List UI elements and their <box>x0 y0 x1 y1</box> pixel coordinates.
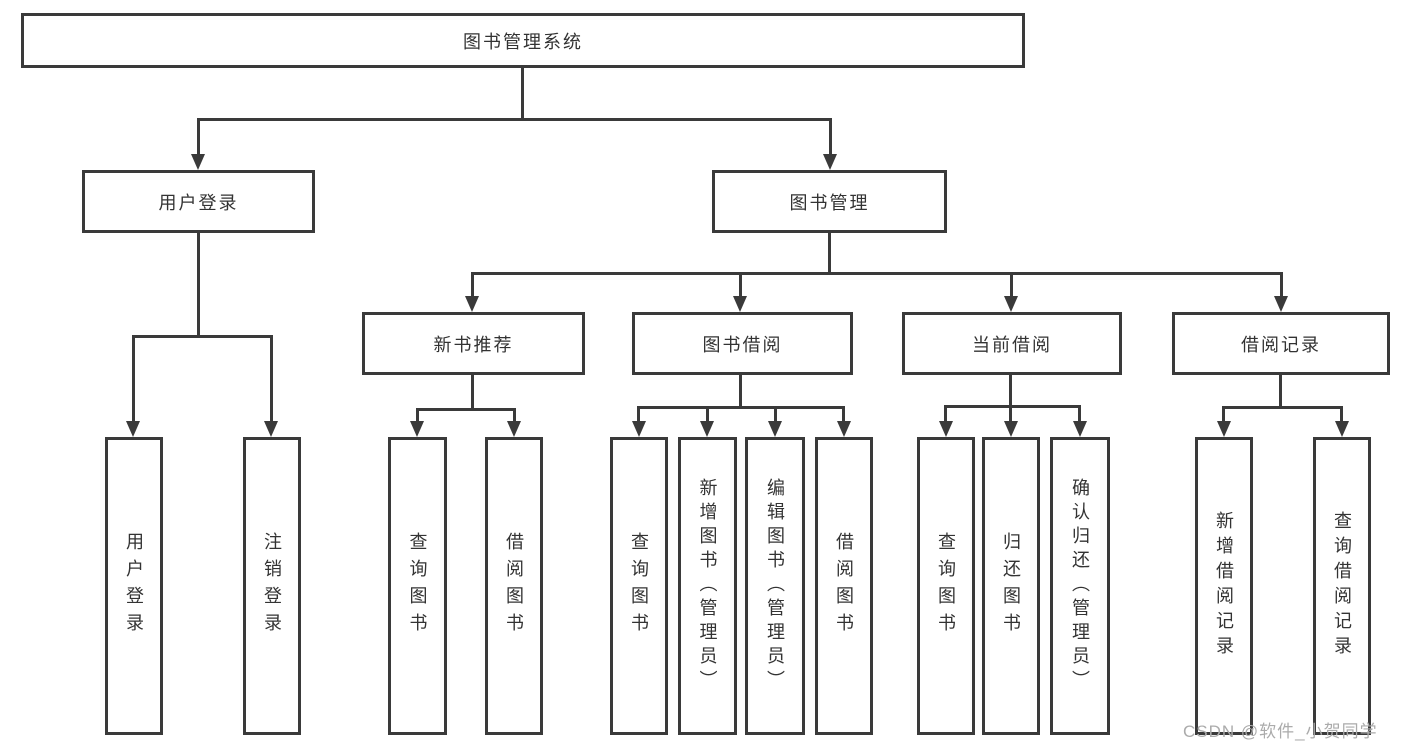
connector-drop-leaf-borrow-recommend <box>513 408 516 421</box>
leaf-edit-book-admin: 编辑图书（管理员） <box>745 437 805 735</box>
arrowhead-leaf-borrow-book <box>837 421 851 437</box>
connector-root-branch <box>197 118 832 121</box>
node-current-borrow: 当前借阅 <box>902 312 1122 375</box>
connector-book-management-stem <box>828 233 831 272</box>
connector-drop-leaf-add-record <box>1222 406 1225 421</box>
connector-drop-new-book-recommend <box>471 272 474 296</box>
leaf-query-book-current: 查询图书 <box>917 437 975 735</box>
leaf-add-borrow-record: 新增借阅记录 <box>1195 437 1253 735</box>
arrowhead-user-login <box>191 154 205 170</box>
connector-book-management-branch <box>471 272 1283 275</box>
leaf-query-borrow-record: 查询借阅记录 <box>1313 437 1371 735</box>
connector-book-borrow-stem <box>739 375 742 406</box>
connector-drop-leaf-query-recommend <box>416 408 419 421</box>
node-user-login: 用户登录 <box>82 170 315 233</box>
connector-new-book-recommend-stem <box>471 375 474 408</box>
connector-drop-book-management <box>829 118 832 156</box>
node-new-book-recommend: 新书推荐 <box>362 312 585 375</box>
connector-drop-borrow-record <box>1280 272 1283 296</box>
connector-drop-leaf-return-book <box>1009 405 1012 421</box>
connector-drop-leaf-edit-book <box>774 406 777 421</box>
arrowhead-book-management <box>823 154 837 170</box>
leaf-borrow-book: 借阅图书 <box>815 437 873 735</box>
connector-drop-leaf-logout <box>270 335 273 421</box>
connector-drop-leaf-user-login <box>132 335 135 421</box>
leaf-borrow-book-recommend: 借阅图书 <box>485 437 543 735</box>
arrowhead-new-book-recommend <box>465 296 479 312</box>
arrowhead-borrow-record <box>1274 296 1288 312</box>
connector-drop-leaf-query-borrow <box>637 406 640 421</box>
leaf-query-book-borrow: 查询图书 <box>610 437 668 735</box>
node-book-management: 图书管理 <box>712 170 947 233</box>
arrowhead-leaf-return-book <box>1004 421 1018 437</box>
csdn-watermark: CSDN @软件_小贺同学 <box>1183 722 1378 741</box>
arrowhead-leaf-add-record <box>1217 421 1231 437</box>
connector-root-stem <box>521 68 524 120</box>
arrowhead-leaf-query-recommend <box>410 421 424 437</box>
connector-drop-leaf-query-record <box>1340 406 1343 421</box>
arrowhead-leaf-user-login <box>126 421 140 437</box>
connector-drop-user-login <box>197 118 200 156</box>
connector-current-borrow-stem <box>1009 375 1012 405</box>
connector-book-borrow-branch <box>637 406 845 409</box>
leaf-confirm-return-admin: 确认归还（管理员） <box>1050 437 1110 735</box>
node-root-library-management-system: 图书管理系统 <box>21 13 1025 68</box>
connector-current-borrow-branch <box>944 405 1081 408</box>
node-book-borrow: 图书借阅 <box>632 312 853 375</box>
arrowhead-leaf-query-borrow <box>632 421 646 437</box>
arrowhead-leaf-edit-book <box>768 421 782 437</box>
node-borrow-record: 借阅记录 <box>1172 312 1390 375</box>
arrowhead-leaf-add-book <box>700 421 714 437</box>
arrowhead-current-borrow <box>1004 296 1018 312</box>
connector-user-login-stem <box>197 233 200 335</box>
connector-user-login-branch <box>132 335 273 338</box>
leaf-return-book: 归还图书 <box>982 437 1040 735</box>
arrowhead-leaf-logout <box>264 421 278 437</box>
connector-drop-leaf-borrow-book <box>842 406 845 421</box>
connector-borrow-record-stem <box>1279 375 1282 406</box>
connector-new-book-recommend-branch <box>416 408 516 411</box>
arrowhead-leaf-borrow-recommend <box>507 421 521 437</box>
arrowhead-leaf-query-record <box>1335 421 1349 437</box>
arrowhead-leaf-confirm-return <box>1073 421 1087 437</box>
connector-drop-leaf-query-current <box>944 405 947 421</box>
connector-drop-book-borrow <box>739 272 742 296</box>
leaf-query-book-recommend: 查询图书 <box>388 437 447 735</box>
connector-drop-leaf-add-book <box>706 406 709 421</box>
leaf-logout: 注销登录 <box>243 437 301 735</box>
arrowhead-leaf-query-current <box>939 421 953 437</box>
connector-drop-leaf-confirm-return <box>1078 405 1081 421</box>
connector-drop-current-borrow <box>1010 272 1013 296</box>
connector-borrow-record-branch <box>1222 406 1342 409</box>
leaf-add-book-admin: 新增图书（管理员） <box>678 437 737 735</box>
arrowhead-book-borrow <box>733 296 747 312</box>
leaf-user-login: 用户登录 <box>105 437 163 735</box>
